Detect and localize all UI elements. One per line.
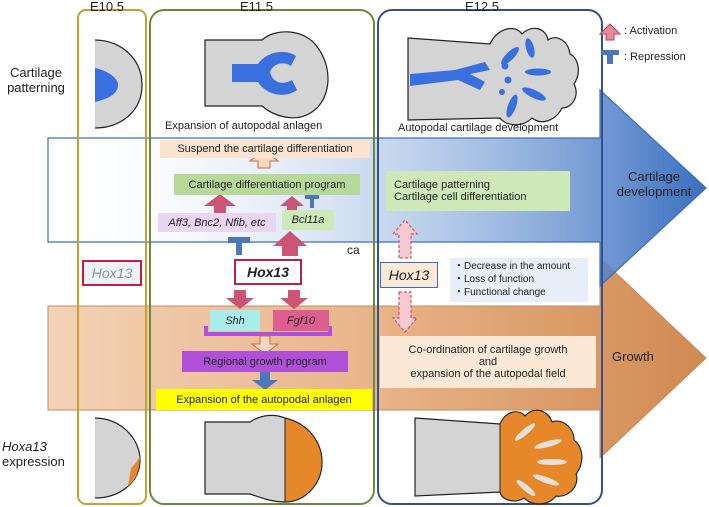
row-label-cartilage-line2: patterning — [7, 79, 65, 95]
row-label-hoxa13-expression: Hoxa13 expression — [2, 439, 65, 470]
node-expansion-anlagen: Expansion of the autopodal anlagen — [156, 389, 372, 410]
stage-frame-e10-5 — [77, 9, 147, 505]
interdigit-ray-1 — [514, 423, 536, 441]
stage-frame-e12-5 — [377, 9, 603, 505]
e11-5-cartilage-anlagen — [232, 51, 297, 95]
activation-arrow-to-program — [280, 196, 304, 214]
row-label-hoxa13: Hoxa13 — [2, 439, 47, 454]
legend-repression-label: : Repression — [624, 51, 686, 63]
arrow-label-cartilage: Cartilage — [627, 169, 681, 184]
cartilage-dot-2 — [504, 76, 512, 84]
change-decrease: ・Decrease in the amount — [454, 261, 571, 272]
arrow-to-regional-growth — [250, 335, 280, 355]
e12-5-cartilage-elements — [410, 62, 490, 90]
e10-5-hoxa13-domain — [128, 454, 140, 486]
node-hox13-e10-5: Hox13 — [82, 260, 142, 286]
activation-hox13-to-shh — [226, 290, 254, 309]
digit-ray-5 — [506, 94, 518, 118]
interdigit-ray-5 — [516, 479, 536, 497]
coordination-line2: and — [478, 356, 498, 368]
legend-activation-label: : Activation — [624, 25, 678, 37]
digit-ray-4 — [522, 87, 546, 101]
label-ca: ca — [347, 243, 360, 257]
arrow-label-cartilage-development: Cartilage development — [612, 169, 696, 200]
interdigit-ray-3 — [537, 459, 567, 465]
activation-hox13-to-bcl11a — [273, 231, 307, 256]
bracket-shh-fgf10 — [204, 326, 332, 336]
caption-e12-5: Autopodal cartilage development — [398, 122, 559, 134]
repression-hox13-to-targets — [228, 237, 250, 255]
digit-ray-3 — [525, 68, 551, 76]
digit-ray-1 — [501, 47, 519, 65]
node-cartilage-differentiation-program: Cartilage differentiation program — [174, 174, 360, 195]
caption-e11-5: Expansion of autopodal anlagen — [165, 120, 323, 132]
dashed-arrow-to-coordination — [391, 291, 419, 333]
node-suspend-differentiation: Suspend the cartilage differentiation — [160, 140, 370, 158]
change-loss: ・Loss of function — [454, 274, 535, 285]
patterning-line1: Cartilage patterning — [394, 179, 491, 191]
cartilage-dot-1 — [501, 62, 509, 70]
e11-5-hoxa13-domain — [284, 417, 323, 503]
row-label-expression: expression — [2, 453, 65, 469]
node-hox13: Hox13 — [234, 259, 302, 285]
node-patterning-differentiation: Cartilage patterning Cartilage cell diff… — [386, 171, 570, 211]
stage-frame-e11-5 — [149, 9, 375, 505]
node-target-genes: Aff3, Bnc2, Nfib, etc — [158, 213, 276, 232]
repression-legend-icon — [601, 50, 619, 64]
dashed-arrow-to-patterning — [391, 219, 419, 259]
activation-hox13-to-fgf10 — [280, 290, 308, 309]
hox13-change-list: ・Decrease in the amount ・Loss of functio… — [450, 258, 588, 302]
stage-label-e10-5: E10.5 — [90, 0, 124, 14]
change-functional: ・Functional change — [454, 287, 546, 298]
activation-arrow-to-targets — [204, 194, 236, 215]
node-bcl11a: Bcl11a — [282, 210, 334, 230]
coordination-line3: expansion of the autopodal field — [410, 368, 566, 380]
activation-legend-icon — [598, 23, 622, 41]
node-fgf10: Fgf10 — [273, 310, 329, 331]
cartilage-dot-3 — [499, 89, 505, 95]
interdigit-ray-4 — [532, 474, 560, 486]
digit-ray-2 — [525, 38, 535, 58]
node-coordination: Co-ordination of cartilage growth and ex… — [380, 336, 596, 388]
repression-bcl11a-to-program — [305, 195, 319, 208]
stage-label-e11-5: E11.5 — [240, 0, 274, 14]
row-label-cartilage-patterning: Cartilage patterning — [3, 65, 69, 96]
patterning-line2: Cartilage cell differentiation — [394, 191, 527, 203]
e10-5-cartilage-anlagen — [95, 68, 118, 102]
e12-5-hoxa13-domain — [499, 409, 583, 505]
coordination-line1: Co-ordination of cartilage growth — [408, 344, 568, 356]
node-shh: Shh — [210, 310, 260, 331]
arrow-label-development: development — [616, 183, 692, 199]
stage-label-e12-5: E12.5 — [465, 0, 499, 14]
node-regional-growth-program: Regional growth program — [182, 351, 348, 372]
arrow-to-expansion — [252, 372, 278, 390]
arrow-label-growth: Growth — [612, 349, 654, 364]
node-hox13-e12-5: Hox13 — [380, 262, 438, 288]
e10-5-limb-bud-expression — [94, 417, 141, 499]
e12-5-autopod — [407, 27, 579, 126]
e10-5-limb-bud — [94, 39, 143, 129]
row-label-cartilage-line1: Cartilage — [9, 65, 63, 80]
interdigit-ray-2 — [534, 439, 562, 449]
